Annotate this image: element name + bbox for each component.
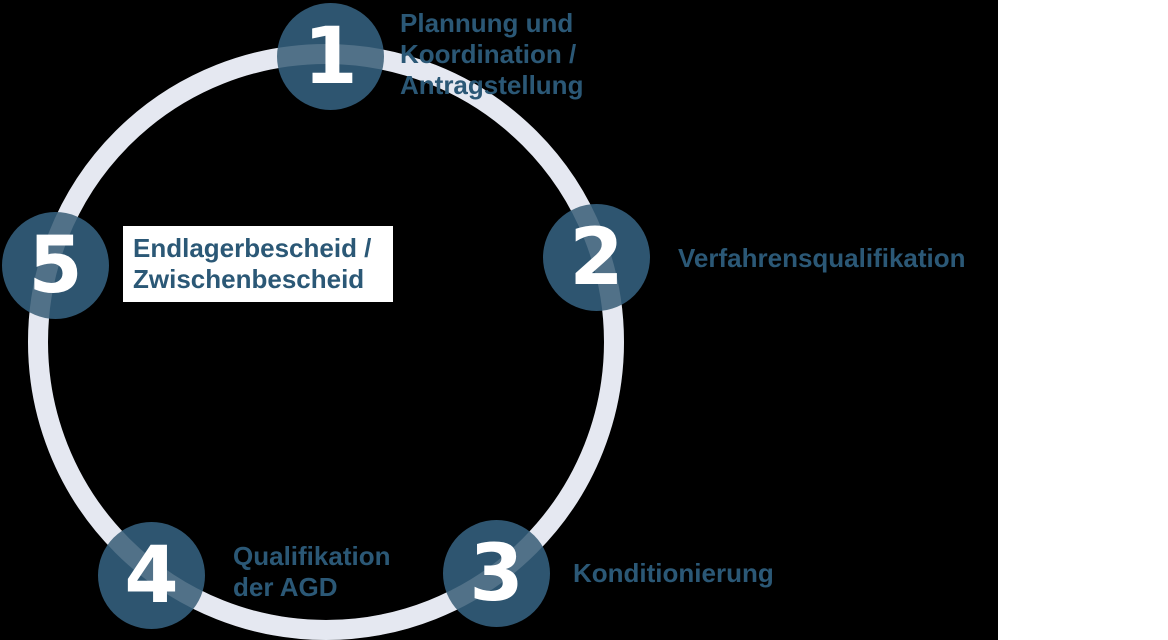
step-number-1: 1 xyxy=(303,11,358,102)
step-label-5: Endlagerbescheid / Zwischenbescheid xyxy=(133,233,372,294)
step-label-2: Verfahrensqualifikation xyxy=(678,243,966,273)
page-background-strip xyxy=(998,0,1168,640)
step-circle-5 xyxy=(2,212,109,319)
step-number-3: 3 xyxy=(469,528,524,619)
step-label-4: Qualifikation der AGD xyxy=(233,541,391,602)
step-circle-3 xyxy=(443,520,550,627)
step-label-5-highlight-box: Endlagerbescheid / Zwischenbescheid xyxy=(123,226,393,302)
step-number-4: 4 xyxy=(124,530,179,621)
step-circle-2 xyxy=(543,204,650,311)
step-label-1: Plannung und Koordination / Antragstellu… xyxy=(400,8,584,100)
step-number-5: 5 xyxy=(28,220,83,311)
step-number-2: 2 xyxy=(569,212,624,303)
step-circle-4 xyxy=(98,522,205,629)
step-label-3: Konditionierung xyxy=(573,558,774,588)
step-circle-1 xyxy=(277,3,384,110)
